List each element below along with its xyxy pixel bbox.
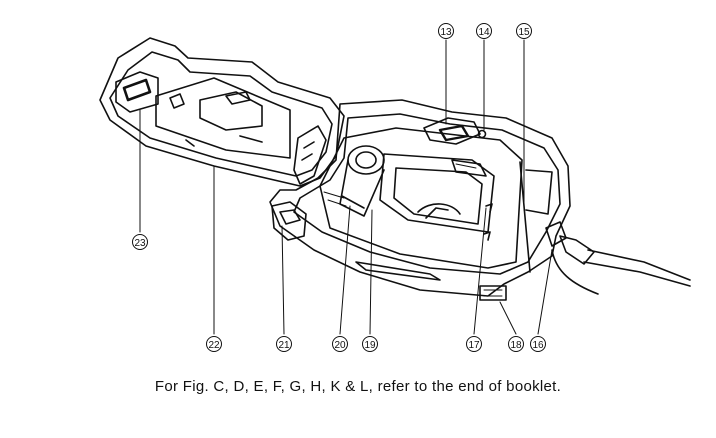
- wrist-strap: [552, 236, 690, 294]
- callout-label: 17: [468, 340, 480, 351]
- back-door: [100, 38, 344, 186]
- callout-label: 21: [278, 340, 290, 351]
- callout-14: 14: [477, 24, 492, 39]
- callout-23: 23: [133, 235, 148, 250]
- callout-20: 20: [333, 337, 348, 352]
- callout-17: 17: [467, 337, 482, 352]
- callout-label: 16: [532, 340, 544, 351]
- figure-caption: For Fig. C, D, E, F, G, H, K & L, refer …: [0, 378, 716, 395]
- callout-13: 13: [439, 24, 454, 39]
- callout-16: 16: [531, 337, 546, 352]
- callout-19: 19: [363, 337, 378, 352]
- callout-label: 15: [518, 27, 530, 38]
- callout-15: 15: [517, 24, 532, 39]
- callout-22: 22: [207, 337, 222, 352]
- callout-label: 18: [510, 340, 522, 351]
- callout-18: 18: [509, 337, 524, 352]
- callout-label: 22: [208, 340, 220, 351]
- camera-body: [270, 100, 570, 300]
- camera-illustration: [100, 38, 690, 334]
- callout-label: 13: [440, 27, 452, 38]
- callout-label: 20: [334, 340, 346, 351]
- callout-label: 23: [134, 238, 146, 249]
- callout-21: 21: [277, 337, 292, 352]
- callout-label: 19: [364, 340, 376, 351]
- callout-label: 14: [478, 27, 490, 38]
